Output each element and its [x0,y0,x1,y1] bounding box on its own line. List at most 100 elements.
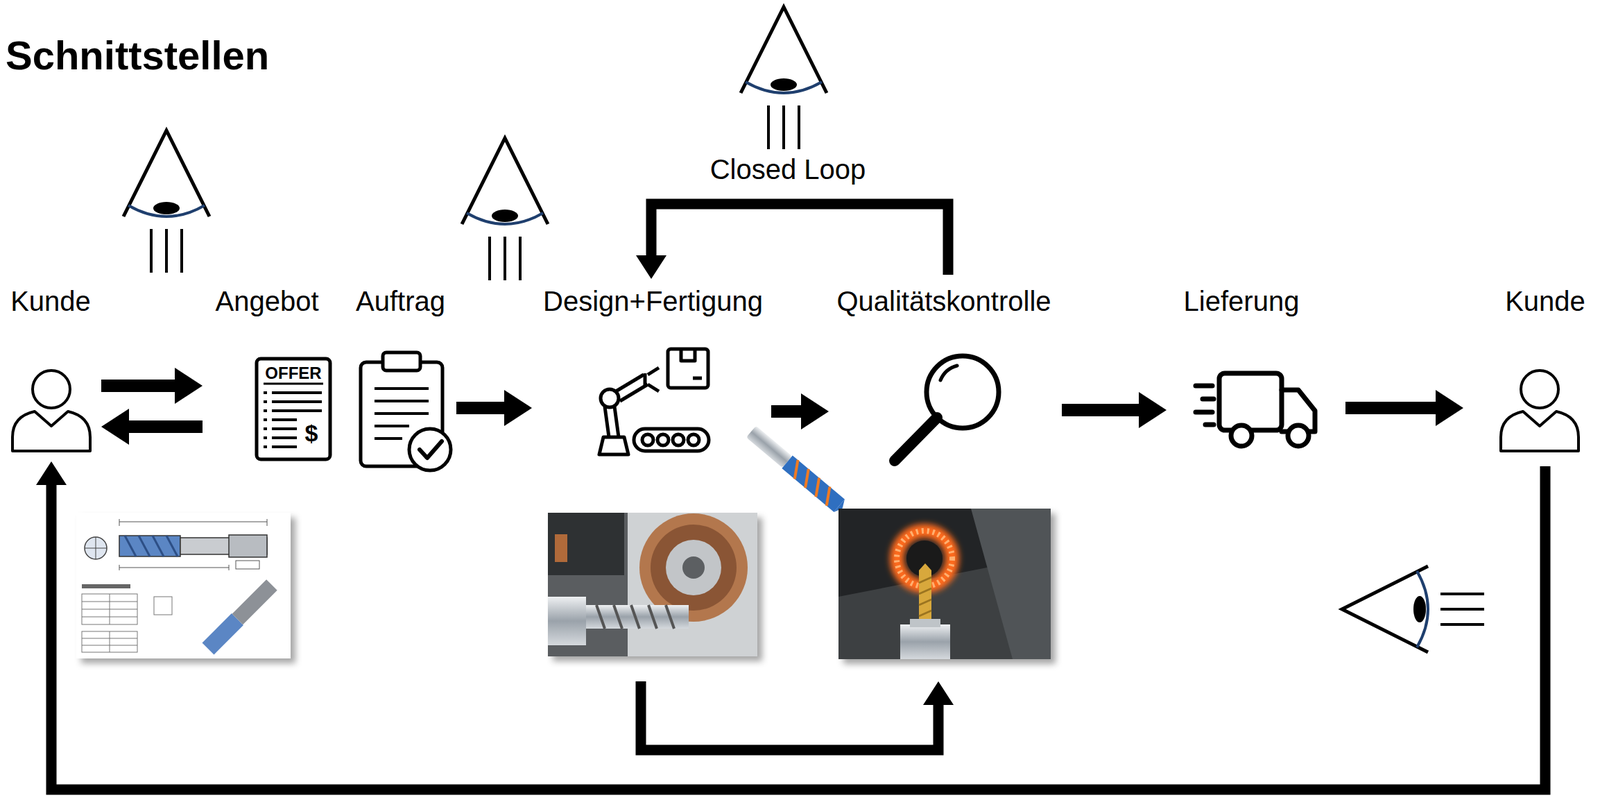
truck-icon-part [1287,425,1309,446]
inspection-photo-part [918,577,932,616]
arrow-shaft [1345,401,1438,415]
offer-drawing-photo-part [119,518,268,571]
magnifier-icon-part [894,417,937,461]
robot-icon-part [604,406,619,437]
edge-label: Closed Loop [707,152,870,186]
flow-arrow [771,393,829,430]
offer-drawing-photo-part-part [81,631,138,652]
arrow-shaft [640,681,939,750]
inspection-photo-part [918,570,932,625]
flow-arrow [36,461,1546,790]
truck-icon-part [1195,385,1214,425]
robot-icon-part [692,376,702,381]
offer-drawing-photo-part-part [153,596,172,615]
clipboard-icon [360,352,451,471]
offer-icon-part [263,382,324,385]
clipboard-icon-part [409,428,451,471]
grinding-photo-part [650,524,737,611]
clipboard-icon-part [419,441,442,458]
customer-icon-part [1500,411,1579,451]
robot-icon-part [681,348,695,361]
offer-drawing-photo-part [124,535,178,557]
grinding-photo [547,512,758,657]
offer-drawing-photo-part [84,536,107,559]
step-label: Qualitätskontrolle [836,284,1051,318]
step-label: Design+Fertigung [543,284,763,318]
grinding-photo-part [627,512,758,657]
offer-drawing-photo-part-part [202,613,244,655]
robot-icon-part [633,428,709,451]
truck-icon-part [1219,373,1282,430]
robot-icon-part [667,348,709,388]
process-step: Lieferung [1172,284,1311,455]
arrow-shaft [127,420,203,433]
arrow-shaft [651,203,949,275]
offer-icon-part [256,358,331,460]
offer-drawing-photo-part-part [81,593,138,625]
arrow-shaft [1061,403,1141,417]
offer-drawing-photo-part [81,583,131,589]
diagram-title: Schnittstellen [5,31,270,80]
eye-symbol [461,138,548,281]
arrow-shaft [771,405,803,418]
grinding-photo-part [547,596,587,645]
process-step: Qualitätskontrolle [831,284,1057,661]
robot-icon-part [600,389,619,408]
step-label: Angebot [214,284,319,318]
eye-symbol [123,130,210,273]
arrow-head [36,461,67,485]
grinding-photo-part [682,556,705,579]
arrow-head [174,367,203,404]
arrow-shaft [101,379,177,392]
step-label: Auftrag [355,284,446,318]
process-step: Kunde [1498,284,1593,458]
icon-text: $ [305,420,319,446]
flow-arrow [101,367,203,404]
customer-icon [12,370,91,451]
grinding-photo-part [554,534,568,562]
arrow-head [504,389,532,426]
customer-icon [1500,370,1579,451]
robot-icon [599,348,709,455]
end-mill-tool-part [787,459,838,506]
offer-icon-part [263,392,268,447]
truck-icon [1195,373,1315,446]
customer-icon-part [1520,370,1559,408]
end-mill-tool-part [746,425,793,469]
magnifier-icon-part [940,365,958,381]
flow-arrow [1061,391,1167,428]
arrow-shaft [51,466,1546,790]
arrow-head [801,393,829,430]
customer-icon-part [32,370,71,408]
icon-text: OFFER [264,364,322,383]
offer-drawing-photo-part [84,536,107,559]
robot-icon-part [643,373,648,387]
inspection-photo-part [909,618,941,627]
customer-icon-part [12,411,91,451]
offer-drawing-photo-part [76,512,291,659]
arrow-head [635,255,667,279]
inspection-photo [838,508,1051,659]
arrow-head [1435,389,1464,426]
offer-drawing-photo-part [202,579,279,655]
grinding-photo-part [547,512,625,575]
flow-arrow [101,408,203,445]
robot-icon-part [615,374,648,401]
offer-drawing-photo-part-part [81,631,138,652]
offer-drawing-photo [76,512,291,659]
eye-symbol [1342,565,1485,652]
offer-drawing-photo-part-part [232,579,278,625]
robot-icon-part [657,434,669,446]
flow-arrow [1345,389,1464,426]
arrow-shaft [456,401,506,415]
truck-icon-part [1231,425,1252,446]
offer-drawing-photo-part [235,560,260,569]
offer-icon-part [271,392,322,447]
arrow-head [101,408,129,445]
magnifier-icon [894,355,999,461]
end-mill-tool [745,425,848,515]
